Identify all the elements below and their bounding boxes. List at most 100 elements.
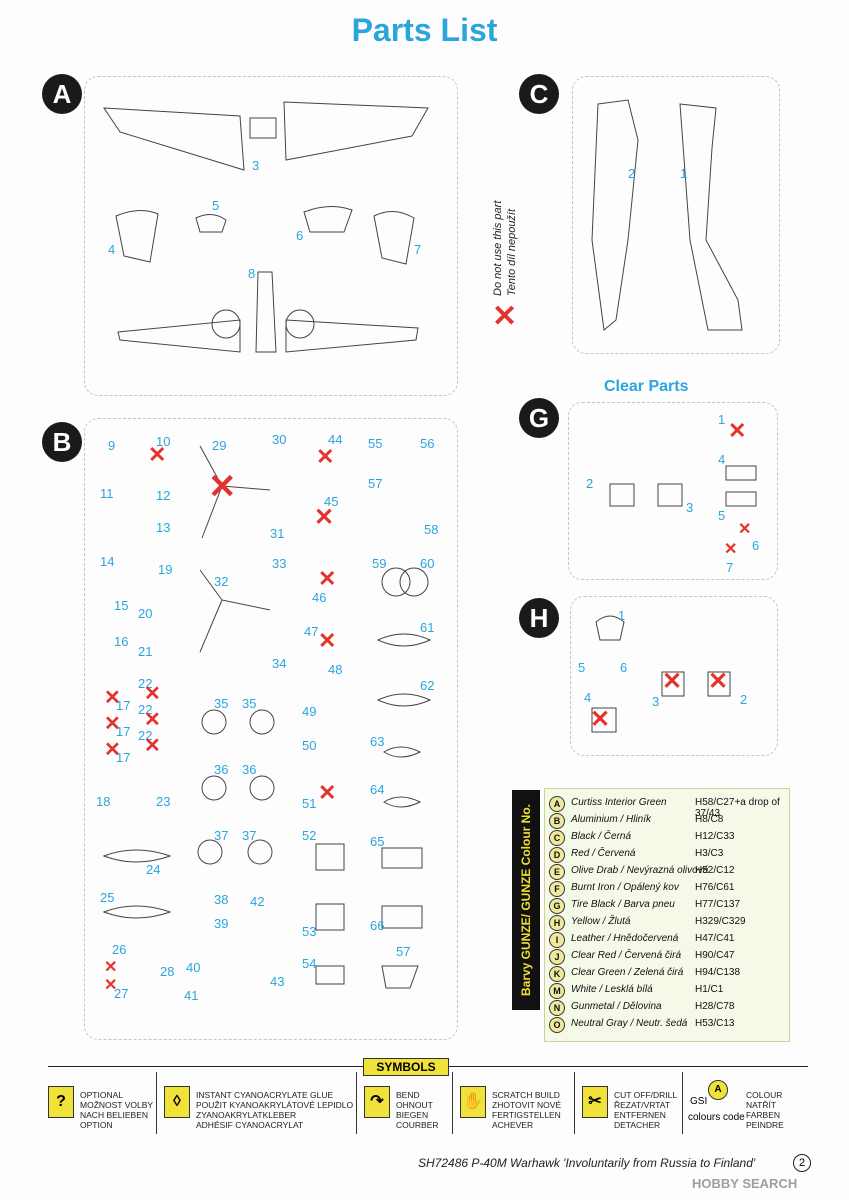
part-number: 39: [214, 916, 229, 931]
part-number: 50: [302, 738, 317, 753]
part-number: 19: [158, 562, 173, 577]
colour-code: H90/C47: [695, 950, 735, 961]
symbol-divider: [682, 1072, 683, 1134]
bend-icon: ↷: [364, 1086, 390, 1118]
part-number: 48: [328, 662, 343, 677]
colour-letter: A: [549, 796, 565, 812]
colour-name: Yellow / Žlutá: [571, 916, 631, 927]
part-number: 31: [270, 526, 285, 541]
unused-x-icon: ✕: [724, 541, 738, 558]
sprue-g: [568, 402, 778, 580]
symbol-cut-off: ✂ CUT OFF/DRILL ŘEZAT/VRTAT ENTFERNEN DE…: [582, 1076, 682, 1136]
part-number: 17: [116, 724, 131, 739]
colour-name: Aluminium / Hliník: [571, 814, 652, 825]
colour-code: H77/C137: [695, 899, 741, 910]
part-number: 1: [618, 608, 626, 623]
colour-letter: E: [549, 864, 565, 880]
unused-x-icon: ✕: [738, 521, 752, 538]
symbol-optional: ? OPTIONAL MOŽNOST VOLBY NACH BELIEBEN O…: [48, 1076, 154, 1136]
symbol-text: OPTIONAL MOŽNOST VOLBY NACH BELIEBEN OPT…: [80, 1090, 154, 1130]
colour-letter: I: [549, 932, 565, 948]
part-number: 10: [156, 434, 171, 449]
unused-x-icon: ✕: [144, 683, 161, 705]
part-number: 4: [718, 452, 726, 467]
unused-x-icon: ✕: [144, 709, 161, 731]
symbol-text: INSTANT CYANOACRYLATE GLUE POUŽIT KYANOA…: [196, 1090, 354, 1130]
colour-letter: N: [549, 1000, 565, 1016]
optional-icon: ?: [48, 1086, 74, 1118]
watermark: HOBBY SEARCH: [692, 1176, 798, 1191]
sprue-c: [572, 76, 780, 354]
colour-code: H76/C61: [695, 882, 735, 893]
part-number: 33: [272, 556, 287, 571]
unused-x-icon: ✕: [708, 668, 729, 695]
part-number: 35: [242, 696, 257, 711]
part-number: 27: [114, 986, 129, 1001]
part-number: 44: [328, 432, 343, 447]
colour-name: Red / Červená: [571, 848, 636, 859]
part-number: 63: [370, 734, 385, 749]
part-number: 41: [184, 988, 199, 1003]
unused-x-icon: ✕: [314, 504, 335, 531]
symbols-title: SYMBOLS: [363, 1058, 449, 1076]
symbol-text: COLOUR NATŘÍT FARBEN PEINDRE: [746, 1090, 784, 1130]
colour-code: H52/C12: [695, 865, 735, 876]
part-number: 3: [252, 158, 260, 173]
part-number: 6: [296, 228, 304, 243]
colour-code: H329/C329: [695, 916, 746, 927]
symbol-divider: [156, 1072, 157, 1134]
part-number: 14: [100, 554, 115, 569]
section-a-badge: A: [42, 74, 82, 114]
unused-x-icon: ✕: [728, 418, 747, 443]
part-number: 22: [138, 702, 153, 717]
part-number: 35: [214, 696, 229, 711]
part-number: 49: [302, 704, 317, 719]
part-number: 53: [302, 924, 317, 939]
part-number: 32: [214, 574, 229, 589]
part-number: 7: [726, 560, 734, 575]
part-number: 46: [312, 590, 327, 605]
colour-name: Clear Green / Zelená čirá: [571, 967, 684, 978]
part-number: 17: [116, 750, 131, 765]
part-number: 22: [138, 728, 153, 743]
colour-code: H3/C3: [695, 848, 724, 859]
colour-name: Clear Red / Červená čirá: [571, 950, 682, 961]
colour-letter: C: [549, 830, 565, 846]
part-number: 30: [272, 432, 287, 447]
part-number: 5: [718, 508, 726, 523]
colour-letter: K: [549, 966, 565, 982]
part-number: 1: [680, 166, 688, 181]
part-number: 28: [160, 964, 175, 979]
unused-x-icon: ✕: [104, 977, 118, 994]
symbol-glue: ◊ INSTANT CYANOACRYLATE GLUE POUŽIT KYAN…: [164, 1076, 354, 1136]
do-not-use-note: Do not use this part: [492, 200, 504, 296]
colour-code: H28/C78: [695, 1001, 735, 1012]
unused-x-icon: ✕: [144, 735, 161, 757]
part-number: 29: [212, 438, 227, 453]
unused-x-icon: ✕: [148, 442, 167, 467]
part-number: 9: [108, 438, 116, 453]
colour-name: Burnt Iron / Opálený kov: [571, 882, 679, 893]
symbol-divider: [574, 1072, 575, 1134]
unused-x-icon: ✕: [318, 628, 337, 653]
colour-letter: H: [549, 915, 565, 931]
unused-x-icon: ✕: [104, 687, 121, 709]
part-number: 22: [138, 676, 153, 691]
part-number: 17: [116, 698, 131, 713]
part-number: 56: [420, 436, 435, 451]
colour-name: White / Lesklá bílá: [571, 984, 653, 995]
part-number: 4: [584, 690, 592, 705]
section-b-badge: B: [42, 422, 82, 462]
colour-code: H8/C8: [695, 814, 724, 825]
unused-x-icon: ✕: [590, 706, 611, 733]
part-number: 36: [214, 762, 229, 777]
part-number: 57: [368, 476, 383, 491]
symbol-text: CUT OFF/DRILL ŘEZAT/VRTAT ENTFERNEN DETA…: [614, 1090, 678, 1130]
